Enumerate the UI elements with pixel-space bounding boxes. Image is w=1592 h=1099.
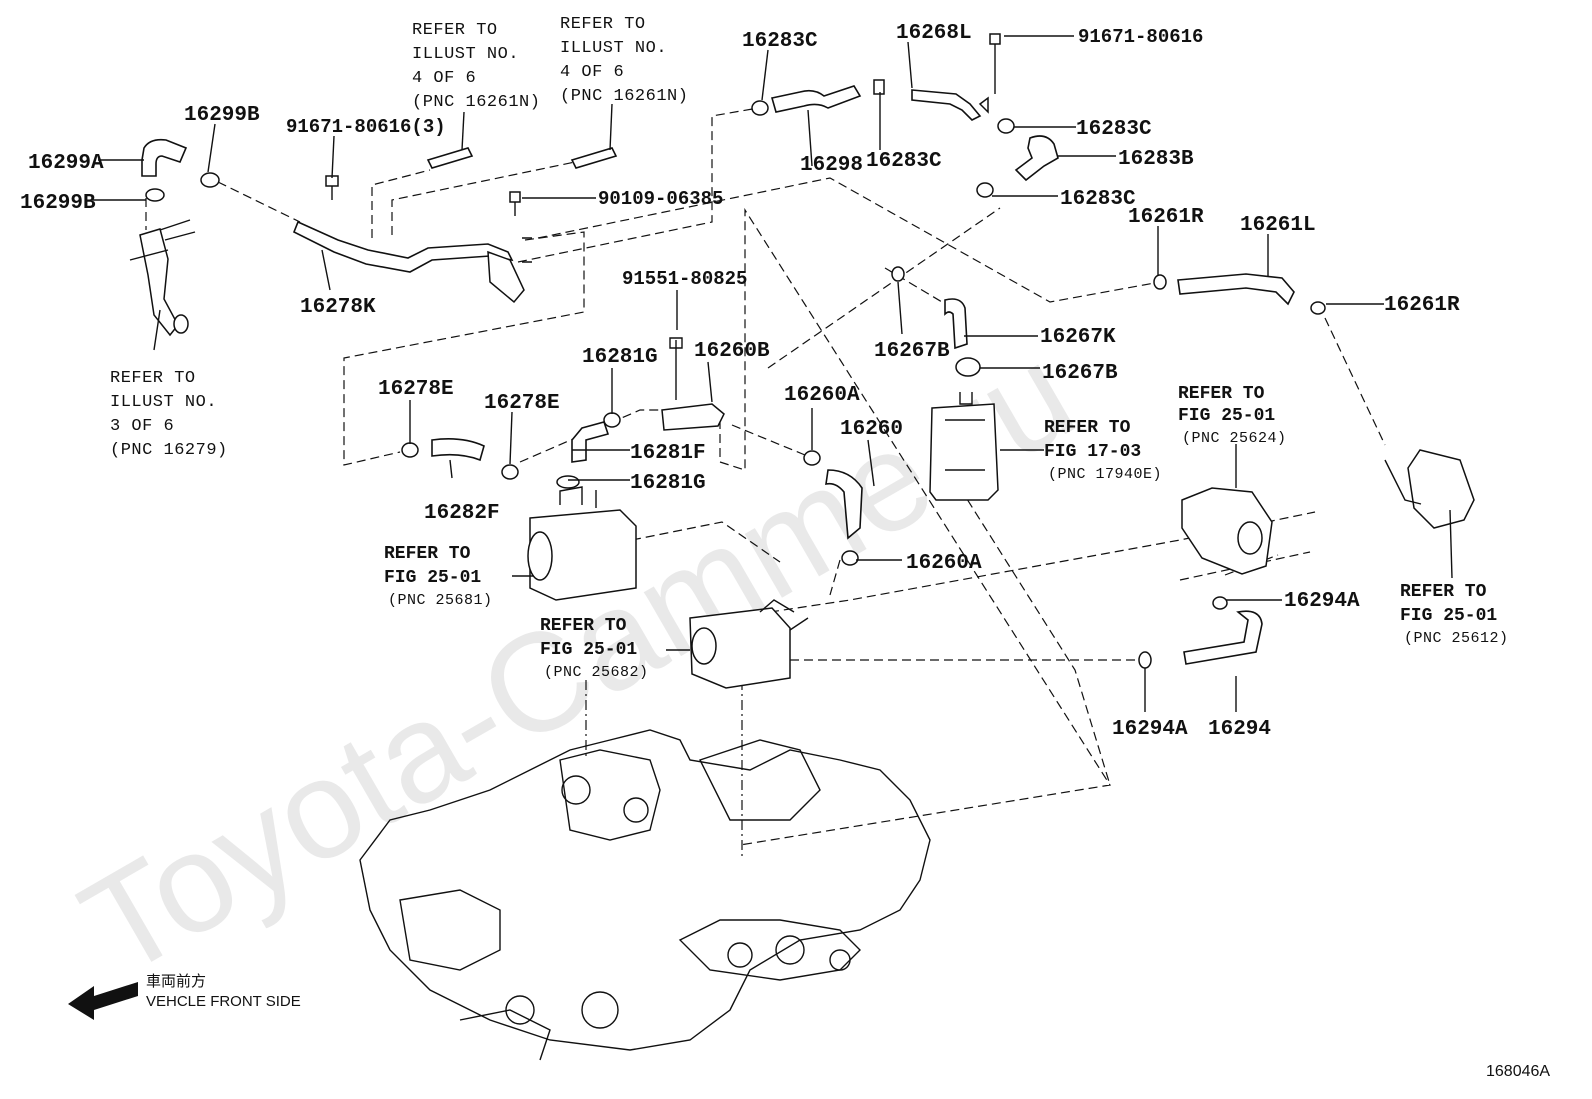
- pipe-16278K: [292, 220, 532, 304]
- label-16299B-top: 16299B: [184, 104, 260, 127]
- label-16260: 16260: [840, 418, 903, 441]
- label-16299A: 16299A: [28, 152, 104, 175]
- svg-text:4 OF 6: 4 OF 6: [412, 69, 476, 88]
- label-16267B-r: 16267B: [1042, 362, 1118, 385]
- svg-text:FIG 25-01: FIG 25-01: [540, 640, 637, 660]
- svg-text:ILLUST NO.: ILLUST NO.: [560, 39, 667, 58]
- label-91671-r: 91671-80616: [1078, 26, 1203, 48]
- label-16278K: 16278K: [300, 296, 376, 319]
- label-16260A-top: 16260A: [784, 384, 860, 407]
- egr-cooler-25681: [527, 486, 637, 601]
- bolt-91671-3: [325, 175, 339, 200]
- ref-fig-25-01-25681: REFER TO FIG 25-01 (PNC 25681): [384, 544, 493, 609]
- label-16282F: 16282F: [424, 502, 500, 525]
- label-16260A-bot: 16260A: [906, 552, 982, 575]
- svg-text:(PNC 25624): (PNC 25624): [1182, 430, 1287, 447]
- vehicle-front-en: VEHCLE FRONT SIDE: [146, 993, 301, 1010]
- label-16283C-mid: 16283C: [866, 150, 942, 173]
- svg-text:REFER TO: REFER TO: [1178, 384, 1265, 404]
- svg-text:REFER TO: REFER TO: [1400, 582, 1487, 602]
- hose-16298: [751, 79, 885, 116]
- svg-text:4 OF 6: 4 OF 6: [560, 63, 624, 82]
- hose-16261L: [1153, 273, 1326, 315]
- svg-text:FIG 25-01: FIG 25-01: [1178, 406, 1275, 426]
- label-16283C-top: 16283C: [742, 30, 818, 53]
- svg-text:(PNC 17940E): (PNC 17940E): [1048, 466, 1162, 483]
- label-16283B: 16283B: [1118, 148, 1194, 171]
- svg-text:REFER TO: REFER TO: [384, 544, 471, 564]
- label-16268L: 16268L: [896, 22, 972, 45]
- svg-text:(PNC 16279): (PNC 16279): [110, 441, 228, 460]
- ref-fig-25-01-25682: REFER TO FIG 25-01 (PNC 25682): [540, 616, 649, 681]
- label-91671-3: 91671-80616(3): [286, 116, 446, 138]
- svg-text:ILLUST NO.: ILLUST NO.: [110, 393, 217, 412]
- fuel-filter-tank: [929, 392, 999, 501]
- label-16278E-l: 16278E: [378, 378, 454, 401]
- engine-block: [359, 729, 931, 1061]
- label-16261R-r: 16261R: [1384, 294, 1460, 317]
- sensor-16260B: [661, 337, 725, 431]
- ref-illust-3-of-6: REFER TO ILLUST NO. 3 OF 6 (PNC 16279): [110, 369, 228, 460]
- guide-lines: [145, 107, 1386, 860]
- hose-16282F: [401, 438, 519, 480]
- diagram-id: 168046A: [1486, 1063, 1550, 1080]
- label-16260B: 16260B: [694, 340, 770, 363]
- svg-text:3 OF 6: 3 OF 6: [110, 417, 174, 436]
- pipe-bracket-left: [129, 219, 196, 337]
- label-16281G-top: 16281G: [582, 346, 658, 369]
- hose-ref-16261N: [426, 147, 618, 169]
- label-90109: 90109-06385: [598, 188, 723, 210]
- part-labels: 16299A 16299B 16299B 91671-80616(3) 1627…: [20, 22, 1460, 741]
- svg-text:REFER TO: REFER TO: [560, 15, 646, 34]
- vehicle-front-arrow: [68, 982, 138, 1020]
- ref-illust-4-of-6-b: REFER TO ILLUST NO. 4 OF 6 (PNC 16261N): [560, 15, 688, 106]
- svg-text:REFER TO: REFER TO: [412, 21, 498, 40]
- egr-valve-25682: [689, 599, 809, 689]
- label-16278E-r: 16278E: [484, 392, 560, 415]
- bolt-90109: [509, 191, 521, 216]
- hose-16260: [803, 450, 863, 566]
- clamp-16299B: [145, 172, 220, 202]
- label-16267B-l: 16267B: [874, 340, 950, 363]
- svg-text:(PNC 25681): (PNC 25681): [388, 592, 493, 609]
- leader-lines: [92, 35, 1453, 712]
- svg-text:(PNC 25682): (PNC 25682): [544, 664, 649, 681]
- label-16281G-bot: 16281G: [630, 472, 706, 495]
- bracket-25612: [1384, 449, 1475, 529]
- label-16261L: 16261L: [1240, 214, 1316, 237]
- hose-16294: [1138, 596, 1263, 669]
- label-16283C-r1: 16283C: [1076, 118, 1152, 141]
- label-16283C-r2: 16283C: [1060, 188, 1136, 211]
- svg-text:ILLUST NO.: ILLUST NO.: [412, 45, 519, 64]
- label-16294: 16294: [1208, 718, 1271, 741]
- svg-text:REFER TO: REFER TO: [540, 616, 627, 636]
- label-16298: 16298: [800, 154, 863, 177]
- ref-fig-17-03: REFER TO FIG 17-03 (PNC 17940E): [1044, 418, 1162, 483]
- hose-16283B: [976, 118, 1059, 198]
- label-16281F: 16281F: [630, 442, 706, 465]
- svg-text:REFER TO: REFER TO: [1044, 418, 1131, 438]
- label-16261R-top: 16261R: [1128, 206, 1204, 229]
- hose-16267K: [891, 266, 981, 377]
- svg-text:REFER TO: REFER TO: [110, 369, 196, 388]
- intake-throttle-25624: [1181, 487, 1273, 575]
- ref-fig-25-01-25612: REFER TO FIG 25-01 (PNC 25612): [1400, 582, 1509, 647]
- ref-illust-4-of-6-a: REFER TO ILLUST NO. 4 OF 6 (PNC 16261N): [412, 21, 540, 112]
- svg-text:(PNC 16261N): (PNC 16261N): [412, 93, 540, 112]
- vehicle-front-jp: 車両前方: [146, 973, 206, 990]
- pipe-16268L: [911, 33, 1001, 121]
- label-91551: 91551-80825: [622, 268, 747, 290]
- svg-text:FIG 25-01: FIG 25-01: [1400, 606, 1497, 626]
- svg-text:FIG 17-03: FIG 17-03: [1044, 442, 1141, 462]
- label-16267K: 16267K: [1040, 326, 1116, 349]
- label-16299B-left: 16299B: [20, 192, 96, 215]
- label-16294A-b: 16294A: [1112, 718, 1188, 741]
- label-16294A-r: 16294A: [1284, 590, 1360, 613]
- svg-text:FIG 25-01: FIG 25-01: [384, 568, 481, 588]
- elbow-16299A: [141, 138, 188, 177]
- ref-fig-25-01-25624: REFER TO FIG 25-01 (PNC 25624): [1178, 384, 1287, 447]
- svg-text:(PNC 25612): (PNC 25612): [1404, 630, 1509, 647]
- svg-text:(PNC 16261N): (PNC 16261N): [560, 87, 688, 106]
